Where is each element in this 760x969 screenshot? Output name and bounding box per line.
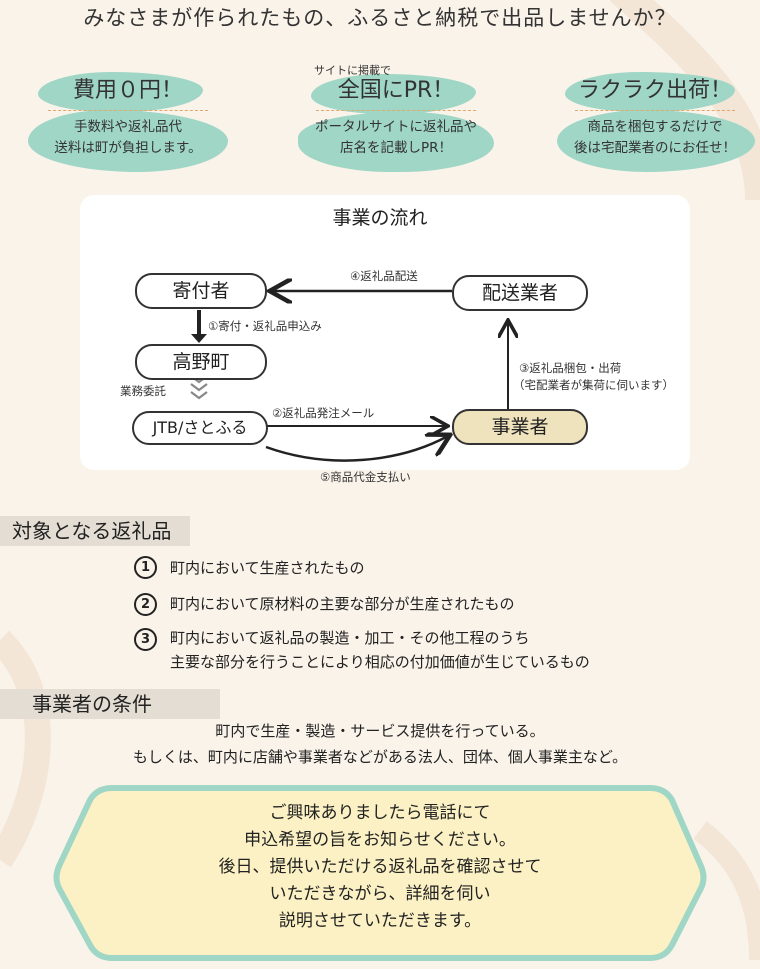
dashed-divider [316, 110, 476, 111]
outsource-chevron [190, 391, 208, 400]
closing-line: 申込希望の旨をお知らせください。 [244, 830, 516, 850]
label-step4: ④返礼品配送 [350, 269, 418, 283]
closing-line: 後日、提供いただける返礼品を確認させて [218, 857, 542, 877]
node-jtb: JTB/さとふる [132, 411, 268, 445]
item-number-badge: 2 [134, 593, 157, 616]
dashed-divider [48, 110, 208, 111]
condition-line: 町内で生産・製造・サービス提供を行っている。 [215, 722, 545, 740]
section-heading-items: 対象となる返礼品 [0, 516, 190, 546]
item-number-badge: 3 [134, 628, 157, 651]
section-heading-conditions: 事業者の条件 [0, 689, 220, 719]
teal-blob [565, 72, 735, 112]
feature-cost: 費用０円！ 手数料や返礼品代 送料は町が負担します。 [18, 62, 238, 172]
flow-title: 事業の流れ [332, 207, 428, 229]
feature-pr: サイトに掲載で 全国にPR！ ポータルサイトに返礼品や 店名を記載しPR！ [286, 62, 506, 172]
node-delivery: 配送業者 [452, 275, 588, 311]
feature-title: ラクラク出荷！ [577, 78, 732, 103]
feature-desc-line: 後は宅配業者のにお任せ！ [574, 140, 736, 156]
flow-arrows [190, 0, 760, 462]
outsource-chevron [190, 383, 208, 392]
node-donor: 寄付者 [135, 273, 267, 309]
feature-desc-line: ポータルサイトに返礼品や [315, 119, 477, 135]
node-business: 事業者 [452, 409, 588, 445]
teal-blob [311, 74, 476, 114]
feature-desc-line: 手数料や返礼品代 [74, 119, 182, 135]
item-line: 主要な部分を行うことにより相応の付加価値が生じているもの [170, 653, 590, 671]
page-headline: みなさまが作られたもの、ふるさと納税で出品しませんか？ [83, 6, 677, 30]
closing-message: ご興味ありましたら電話にて 申込希望の旨をお知らせください。 後日、提供いただけ… [0, 800, 760, 935]
item-number-badge: 1 [134, 556, 157, 579]
feature-small-label: サイトに掲載で [314, 64, 391, 77]
closing-line: ご興味ありましたら電話にて [269, 803, 491, 823]
teal-blob [298, 112, 494, 172]
item-line: 町内において原材料の主要な部分が生産されたもの [170, 595, 515, 613]
feature-shipping: ラクラク出荷！ 商品を梱包するだけで 後は宅配業者のにお任せ！ [545, 62, 760, 172]
feature-title: 費用０円！ [72, 78, 183, 103]
label-outsource: 業務委託 [120, 384, 166, 398]
closing-line: いただきながら、詳細を伺い [269, 884, 491, 904]
label-step3-note: （宅配業者が集荷に伺います） [513, 378, 674, 392]
feature-desc-line: 商品を梱包するだけで [587, 119, 723, 135]
dashed-divider [575, 110, 735, 111]
label-step1: ①寄付・返礼品申込み [208, 319, 322, 333]
item-line: 町内において返礼品の製造・加工・その他工程のうち [170, 629, 530, 647]
condition-line: もしくは、町内に店舗や事業者などがある法人、団体、個人事業主など。 [132, 748, 628, 766]
item-line: 町内において生産されたもの [170, 559, 365, 577]
closing-line: 説明させていただきます。 [278, 911, 482, 931]
teal-blob [28, 110, 228, 172]
label-step3: ③返礼品梱包・出荷 [519, 361, 622, 375]
feature-desc-line: 店名を記載しPR！ [339, 140, 453, 156]
label-step5: ⑤商品代金支払い [320, 470, 411, 484]
arrow-step5 [265, 436, 448, 462]
label-step2: ②返礼品発注メール [272, 406, 375, 420]
feature-desc-line: 送料は町が負担します。 [54, 140, 202, 156]
feature-title: 全国にPR！ [337, 78, 455, 103]
node-town: 高野町 [135, 344, 267, 380]
teal-blob [557, 110, 755, 172]
teal-blob [38, 72, 203, 112]
